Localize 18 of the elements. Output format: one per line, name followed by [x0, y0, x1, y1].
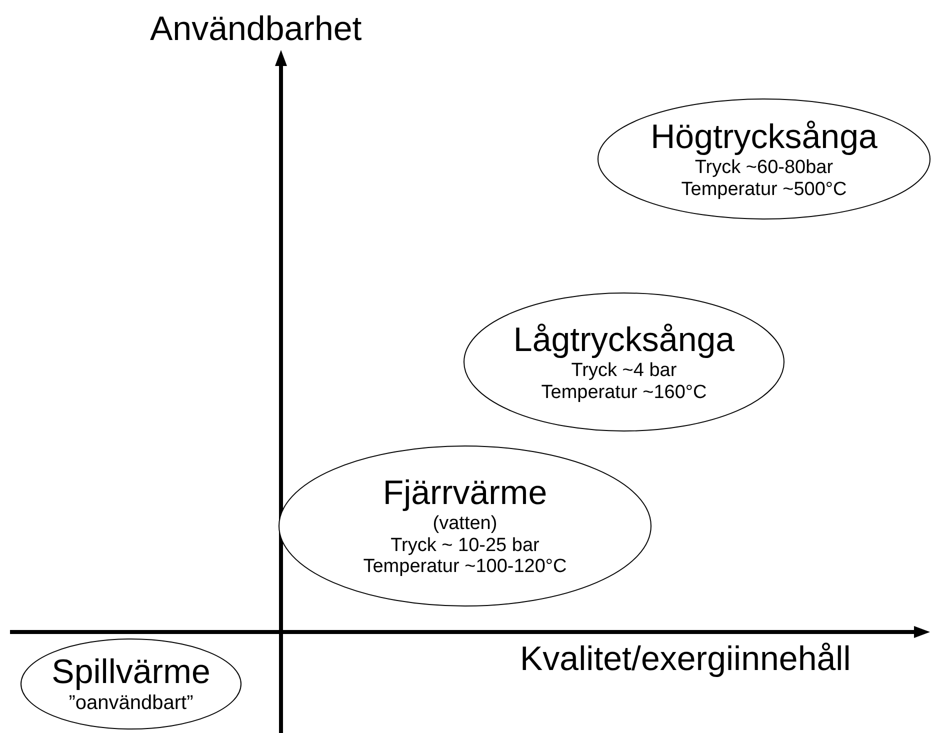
node-text: Temperatur ~160°C — [541, 382, 707, 404]
node-title: Högtrycksånga — [650, 118, 878, 157]
ellipse-node — [278, 445, 652, 607]
node-text: Tryck ~ 10-25 bar — [390, 534, 540, 556]
ellipse-node — [463, 292, 785, 432]
axis-label: Användbarhet — [150, 10, 362, 49]
ellipse-node — [20, 638, 242, 730]
node-title: Spillvärme — [52, 652, 210, 692]
node-title: Fjärrvärme — [382, 474, 548, 513]
node-text: Tryck ~4 bar — [571, 360, 677, 382]
node-text: Tryck ~60-80bar — [694, 156, 834, 179]
node-text: ”oanvändbart” — [68, 692, 194, 716]
node-text: Temperatur ~100-120°C — [363, 556, 567, 578]
node-text: Temperatur ~500°C — [681, 178, 847, 200]
ellipse-node — [597, 98, 931, 220]
axis-label: Kvalitet/exergiinnehåll — [520, 640, 851, 679]
node-title: Lågtrycksånga — [513, 320, 735, 360]
node-text: (vatten) — [432, 512, 498, 535]
